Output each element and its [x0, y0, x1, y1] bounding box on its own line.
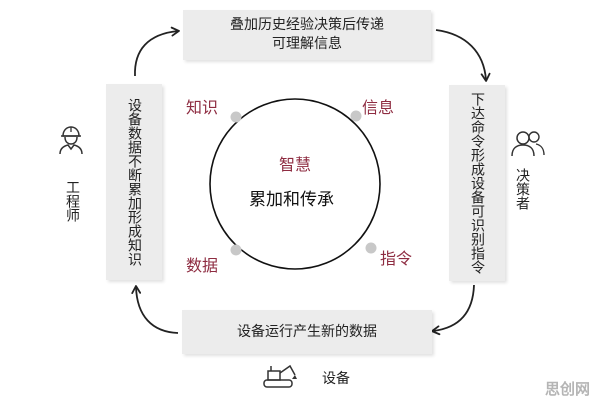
watermark: 思创网 — [544, 380, 590, 398]
decision-maker-label: 决策者 — [514, 168, 530, 210]
data-label: 数据 — [186, 256, 219, 275]
arrow-bottom-right — [431, 284, 475, 336]
right-process-box: 下达命令形成设备可识别指令 — [449, 85, 505, 281]
bottom-box-line-1: 设备运行产生新的数据 — [237, 323, 377, 340]
information-label: 信息 — [362, 98, 395, 117]
arrow-bottom-left — [131, 285, 179, 334]
information-dot — [350, 110, 362, 122]
left-box-text: 设备数据不断累加形成知识 — [125, 98, 143, 266]
right-box-text: 下达命令形成设备可识别指令 — [468, 92, 486, 274]
excavator-icon — [263, 364, 297, 388]
arrow-top-right — [435, 29, 491, 82]
people-icon — [511, 131, 545, 157]
right-box-line-2: 可识别指令 — [469, 204, 485, 274]
command-label: 指令 — [380, 249, 413, 268]
cycle-circle — [209, 98, 381, 270]
equipment-label: 设备 — [322, 371, 350, 387]
top-box-line-2: 可理解信息 — [272, 36, 342, 52]
knowledge-dot — [230, 111, 242, 123]
engineer-label: 工程师 — [64, 180, 80, 222]
data-dot — [230, 244, 242, 256]
left-box-line-2: 形成知识 — [126, 210, 142, 266]
bottom-process-box: 设备运行产生新的数据 — [182, 310, 432, 354]
engineer-icon — [59, 126, 83, 155]
left-process-box: 设备数据不断累加形成知识 — [106, 84, 162, 280]
arrow-top-left — [134, 26, 180, 77]
command-dot — [365, 242, 377, 254]
top-box-line-1: 叠加历史经验决策后传递 — [230, 17, 384, 33]
center-accent-text: 智慧 — [279, 155, 312, 174]
right-box-line-1: 下达命令形成设备 — [469, 92, 485, 204]
top-process-box: 叠加历史经验决策后传递 可理解信息 — [183, 10, 431, 60]
left-box-line-1: 设备数据不断累加 — [126, 98, 142, 210]
knowledge-label: 知识 — [186, 98, 219, 117]
center-main-text: 累加和传承 — [249, 190, 334, 210]
